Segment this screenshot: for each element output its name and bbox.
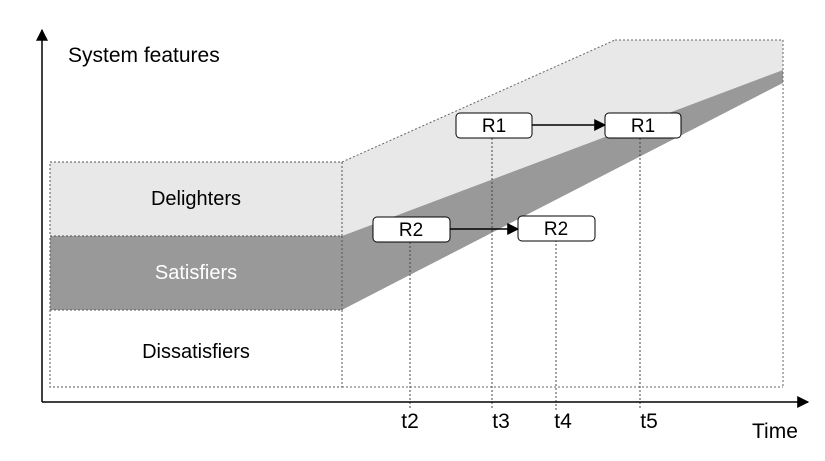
- requirement-r2-before: R2: [372, 216, 451, 243]
- satisfiers-block: [49, 235, 343, 311]
- requirement-r2-after: R2: [517, 215, 596, 242]
- requirement-r1-after: R1: [604, 112, 682, 139]
- x-axis-label: Time: [752, 420, 798, 443]
- delighters-block: [49, 161, 343, 237]
- category-label-delighters: Delighters: [151, 188, 241, 210]
- dissatisfiers-block: [49, 309, 343, 388]
- time-marker-t4: t4: [554, 410, 572, 433]
- prism-outline: [341, 39, 784, 388]
- category-label-satisfiers: Satisfiers: [155, 262, 237, 284]
- svg-text:R1: R1: [482, 116, 506, 137]
- svg-text:R1: R1: [631, 116, 655, 137]
- time-marker-t2: t2: [401, 410, 419, 433]
- requirement-r1-before: R1: [455, 112, 533, 139]
- time-guides: [409, 138, 641, 410]
- delighters-band-3d: [342, 40, 783, 236]
- time-marker-t3: t3: [492, 410, 510, 433]
- y-axis-label: System features: [68, 44, 220, 67]
- category-label-dissatisfiers: Dissatisfiers: [142, 341, 250, 363]
- time-marker-t5: t5: [640, 410, 658, 433]
- svg-text:R2: R2: [544, 219, 568, 240]
- svg-text:R2: R2: [399, 220, 423, 241]
